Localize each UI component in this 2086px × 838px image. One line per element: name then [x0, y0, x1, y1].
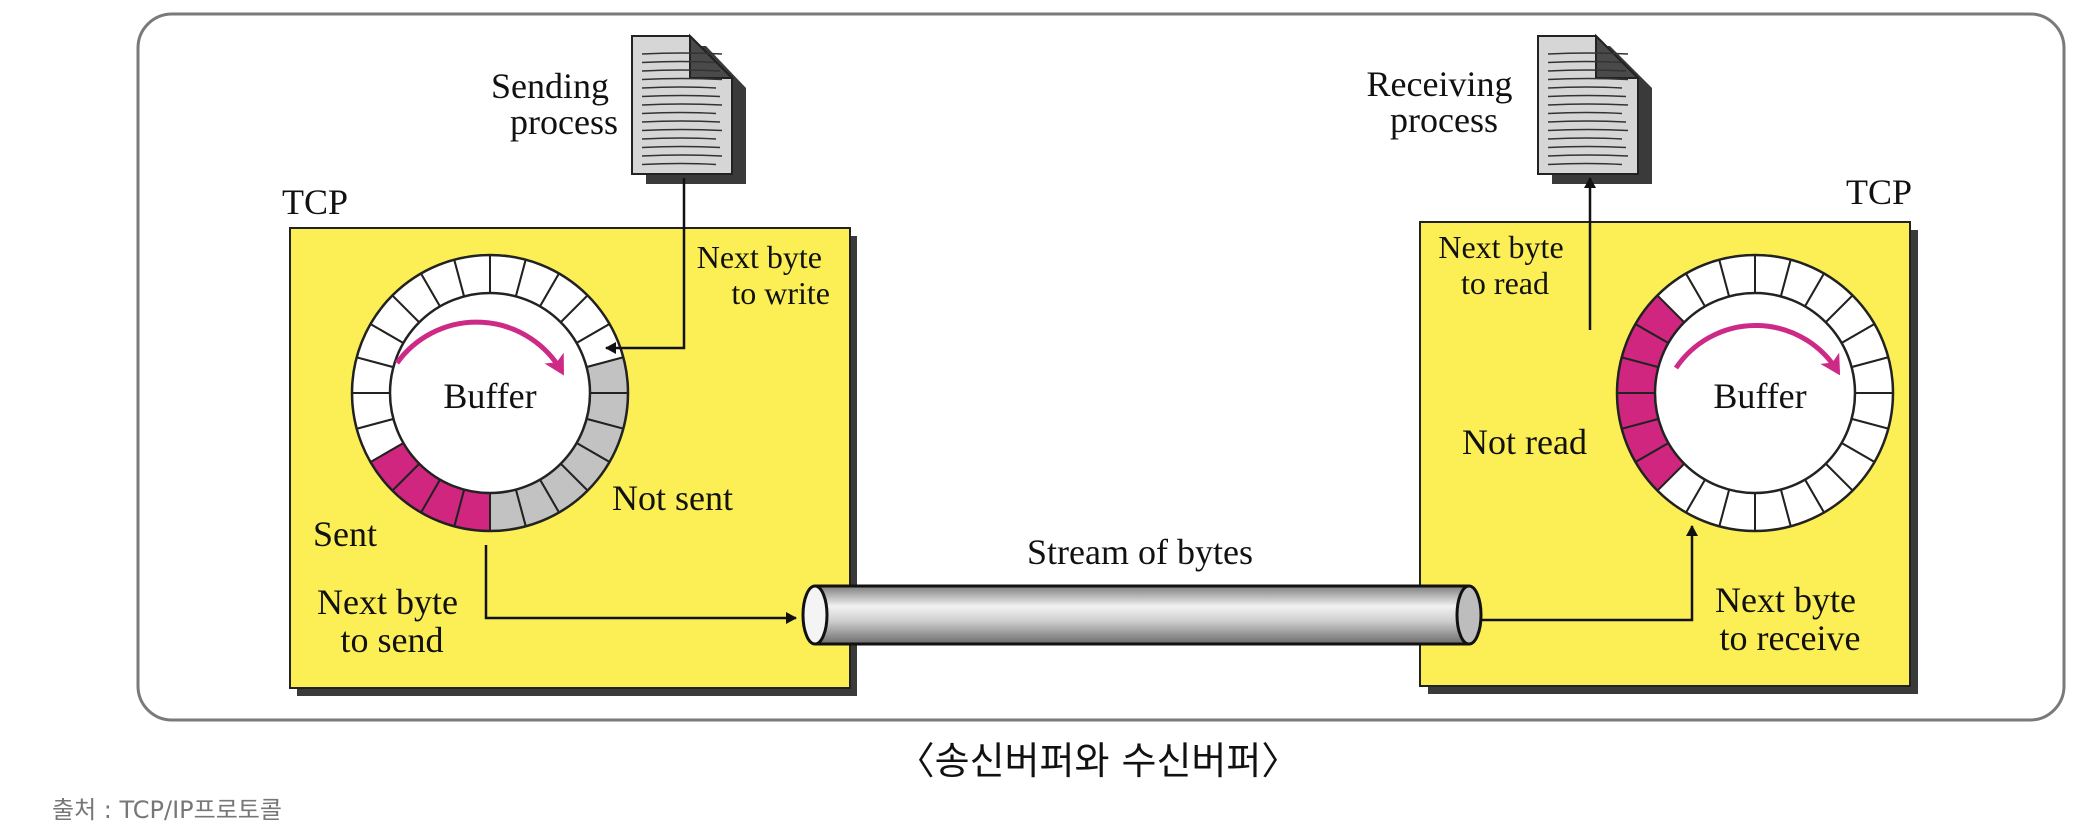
document-text-line	[641, 52, 723, 55]
document-text-line	[1547, 128, 1629, 132]
byte-stream-pipe	[801, 584, 1483, 646]
sending-tcp: TCP Buffer Next byte to write Not sent S…	[282, 182, 857, 696]
next-byte-to-receive-label: Next byte to receive	[1715, 580, 1865, 658]
document-text-line	[1547, 162, 1623, 166]
sending-process-label: Sending process	[491, 66, 618, 142]
document-text-line	[1547, 120, 1627, 123]
not-sent-label: Not sent	[612, 478, 733, 518]
document-text-line	[1547, 154, 1629, 157]
document-text-line	[641, 69, 721, 72]
sending-buffer-outer-edge	[350, 253, 630, 533]
receiving-process-document-icon	[1537, 33, 1652, 184]
document-text-line	[1547, 94, 1627, 98]
receiving-direction-arrow	[1673, 323, 1841, 376]
document-text-line	[641, 137, 717, 140]
next-byte-to-send-arrow	[484, 545, 797, 624]
receiving-buffer-outer-edge	[1615, 253, 1895, 533]
document-text-line	[1547, 103, 1629, 106]
not-read-label: Not read	[1462, 422, 1587, 462]
figure-caption: 〈송신버퍼와 수신버퍼〉	[897, 739, 1300, 783]
receiving-buffer-center	[1653, 291, 1857, 495]
next-byte-to-send-label: Next byte to send	[317, 582, 467, 660]
document-text-line	[1547, 111, 1623, 115]
sending-direction-arrow	[394, 319, 565, 376]
document-text-line	[641, 86, 717, 89]
next-byte-to-write-label: Next byte to write	[697, 239, 830, 311]
receiving-buffer-ring	[1615, 253, 1895, 533]
document-text-line	[1547, 52, 1629, 55]
next-byte-to-write-arrow	[605, 178, 686, 354]
receiving-tcp-title: TCP	[1846, 172, 1912, 212]
document-text-line	[641, 103, 723, 106]
sending-tcp-title: TCP	[282, 182, 348, 222]
document-text-line	[1547, 77, 1629, 81]
document-text-line	[641, 154, 723, 157]
document-text-line	[1547, 145, 1627, 149]
next-byte-to-receive-arrow	[1472, 525, 1698, 622]
document-text-line	[1547, 86, 1623, 89]
document-text-line	[641, 120, 721, 123]
document-text-line	[641, 128, 723, 132]
document-text-line	[1547, 137, 1623, 140]
document-text-line	[641, 77, 723, 81]
next-byte-to-read-label: Next byte to read	[1438, 229, 1571, 301]
stream-of-bytes-label: Stream of bytes	[1027, 532, 1253, 572]
document-text-line	[641, 60, 717, 64]
sending-buffer-label: Buffer	[443, 376, 536, 416]
sending-buffer-ring	[350, 253, 630, 533]
sent-label: Sent	[313, 514, 377, 554]
document-text-line	[641, 145, 721, 149]
source-credit: 출처 : TCP/IP프로토콜	[52, 796, 282, 824]
document-text-line	[1547, 60, 1623, 64]
sending-process-document-icon	[631, 33, 746, 184]
document-text-line	[641, 94, 721, 98]
receiving-tcp: TCP Buffer Next byte to read Not read Ne…	[1419, 172, 1918, 694]
document-text-line	[641, 162, 717, 166]
document-text-line	[641, 111, 717, 115]
receiving-buffer-label: Buffer	[1713, 376, 1806, 416]
receiving-process-label: Receiving process	[1367, 64, 1522, 140]
document-text-line	[1547, 69, 1627, 72]
